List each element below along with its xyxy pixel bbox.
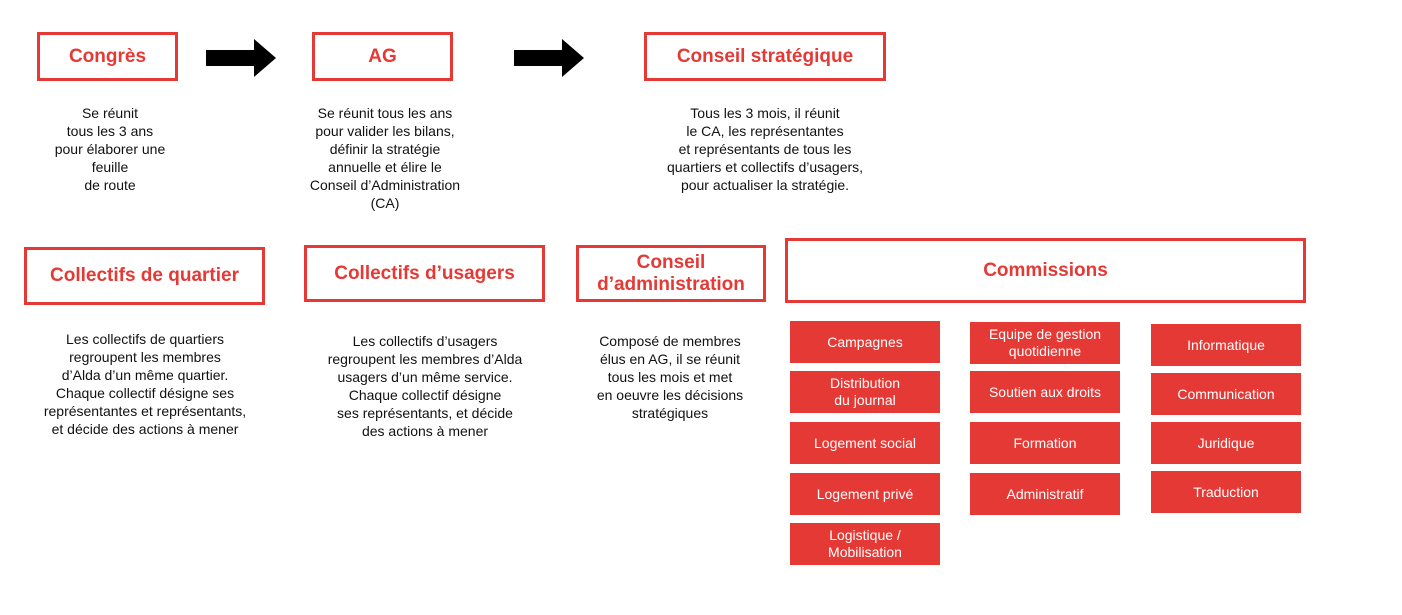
conseil-administration-box: Conseil d’administration	[576, 245, 766, 302]
collectifs-quartier-title: Collectifs de quartier	[50, 265, 239, 287]
collectifs-quartier-box: Collectifs de quartier	[24, 247, 265, 305]
conseil-administration-title: Conseil d’administration	[597, 251, 745, 295]
commissions-title: Commissions	[983, 259, 1108, 281]
arrow-shape-1	[206, 39, 276, 77]
commission-logistique-mobilisation: Logistique / Mobilisation	[790, 523, 940, 565]
congres-title: Congrès	[68, 45, 147, 67]
congres-description: Se réunit tous les 3 ans pour élaborer u…	[54, 105, 166, 193]
commission-informatique: Informatique	[1151, 324, 1301, 366]
ag-title: AG	[368, 45, 397, 67]
collectifs-usagers-description: Les collectifs d’usagers regroupent les …	[327, 333, 523, 439]
arrow-congres-to-ag	[206, 39, 276, 77]
conseil-strategique-title: Conseil stratégique	[676, 45, 854, 67]
commission-campagnes: Campagnes	[790, 321, 940, 363]
commission-soutien-droits: Soutien aux droits	[970, 371, 1120, 413]
conseil-administration-description: Composé de membres élus en AG, il se réu…	[596, 333, 744, 421]
collectifs-usagers-title: Collectifs d’usagers	[334, 262, 515, 284]
commission-traduction: Traduction	[1151, 471, 1301, 513]
commission-distribution-journal: Distribution du journal	[790, 371, 940, 413]
commission-logement-prive: Logement privé	[790, 473, 940, 515]
commission-administratif: Administratif	[970, 473, 1120, 515]
arrow-shape-2	[514, 39, 584, 77]
commission-logement-social: Logement social	[790, 422, 940, 464]
collectifs-usagers-box: Collectifs d’usagers	[304, 245, 545, 302]
arrow-ag-to-conseil-strategique	[514, 39, 584, 77]
commissions-box: Commissions	[785, 238, 1306, 303]
commission-juridique: Juridique	[1151, 422, 1301, 464]
conseil-strategique-description: Tous les 3 mois, il réunit le CA, les re…	[666, 105, 864, 193]
collectifs-quartier-description: Les collectifs de quartiers regroupent l…	[43, 331, 247, 437]
ag-box: AG	[312, 32, 453, 81]
congres-box: Congrès	[37, 32, 178, 81]
commission-communication: Communication	[1151, 373, 1301, 415]
commission-equipe-gestion: Equipe de gestion quotidienne	[970, 322, 1120, 364]
ag-description: Se réunit tous les ans pour valider les …	[309, 105, 461, 211]
conseil-strategique-box: Conseil stratégique	[644, 32, 886, 81]
commission-formation: Formation	[970, 422, 1120, 464]
